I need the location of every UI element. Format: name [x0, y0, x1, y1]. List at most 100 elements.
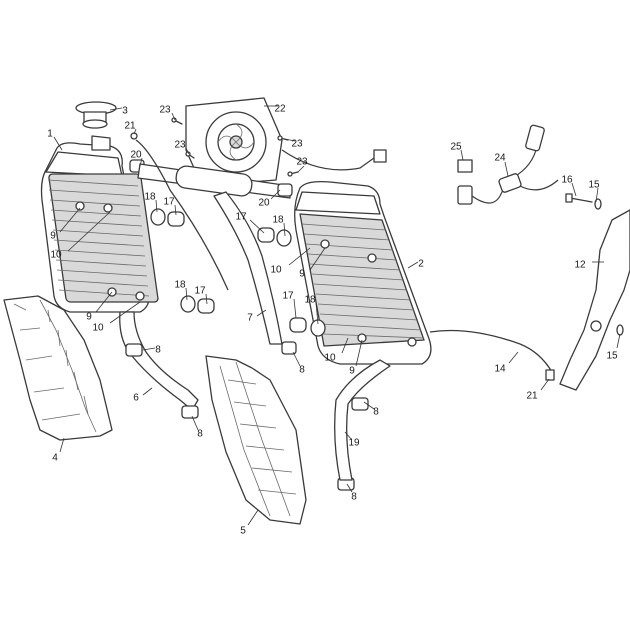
callout-leader — [460, 149, 464, 161]
callout-number: 8 — [373, 407, 379, 418]
callout-number: 7 — [247, 313, 253, 324]
callout-leader — [185, 287, 188, 301]
callout-number: 8 — [155, 345, 161, 356]
callout-leader — [315, 302, 319, 325]
callout-number: 14 — [494, 364, 506, 375]
callout-number: 23 — [296, 157, 308, 168]
callout-number: 16 — [561, 175, 573, 186]
overflow-line-14 — [429, 329, 553, 373]
callout-leader — [292, 351, 301, 367]
left-shroud — [3, 295, 113, 441]
callout-leader — [256, 309, 267, 317]
hose-6 — [119, 311, 199, 411]
callout-number: 1 — [47, 129, 53, 140]
callout-number: 23 — [291, 139, 303, 150]
bolt-16-washers-15 — [565, 193, 624, 336]
callout-number: 17 — [163, 197, 175, 208]
callout-number: 25 — [450, 142, 462, 153]
callout-leader — [355, 339, 363, 367]
callout-number: 21 — [124, 121, 136, 132]
callout-number: 4 — [52, 453, 58, 464]
callout-number: 12 — [574, 260, 586, 271]
callout-leader — [284, 138, 296, 142]
callout-leader — [297, 165, 305, 173]
callout-number: 19 — [348, 438, 360, 449]
callout-number: 9 — [349, 366, 355, 377]
callout-number: 9 — [50, 231, 56, 242]
callout-number: 15 — [588, 180, 600, 191]
callout-number: 10 — [50, 250, 62, 261]
callout-leader — [109, 301, 141, 324]
callout-number: 20 — [258, 198, 270, 209]
callout-leader — [142, 387, 153, 396]
callout-leader — [595, 187, 599, 203]
radiator-cap — [75, 101, 117, 129]
callout-leader — [155, 199, 158, 213]
callout-number: 8 — [197, 429, 203, 440]
callout-number: 9 — [86, 312, 92, 323]
callout-leader — [67, 211, 111, 252]
callout-number: 17 — [282, 291, 294, 302]
callout-leader — [59, 207, 81, 233]
callout-leader — [171, 112, 176, 121]
callout-number: 18 — [304, 295, 316, 306]
callout-leader — [407, 261, 419, 269]
callout-number: 3 — [122, 106, 128, 117]
callout-number: 21 — [526, 391, 538, 402]
callout-leader — [247, 509, 259, 526]
callout-number: 10 — [92, 323, 104, 334]
callout-number: 10 — [324, 353, 336, 364]
callout-number: 23 — [159, 105, 171, 116]
callout-number: 18 — [144, 192, 156, 203]
callout-leader — [205, 293, 208, 305]
callout-number: 24 — [494, 153, 506, 164]
bracket-12 — [559, 209, 630, 391]
callout-leader — [363, 401, 375, 410]
callout-number: 2 — [418, 259, 424, 270]
relay-wiring — [457, 124, 559, 205]
callout-number: 15 — [606, 351, 618, 362]
callout-number: 18 — [272, 215, 284, 226]
callout-leader — [270, 189, 281, 200]
callout-number: 6 — [133, 393, 139, 404]
cooling-fan — [185, 97, 387, 187]
callout-leader — [540, 378, 550, 391]
right-radiator — [294, 180, 432, 365]
callout-leader — [139, 157, 143, 167]
callout-number: 17 — [194, 286, 206, 297]
callout-leader — [508, 351, 519, 364]
callout-leader — [616, 333, 621, 349]
callout-number: 8 — [299, 365, 305, 376]
callout-leader — [133, 128, 137, 135]
callout-leader — [142, 347, 156, 351]
callout-number: 20 — [130, 150, 142, 161]
callout-leader — [344, 431, 353, 441]
center-shroud — [205, 355, 307, 525]
callout-leader — [95, 291, 113, 313]
callout-leader — [346, 483, 353, 493]
callout-leader — [109, 107, 123, 111]
callout-labels: 1234567888889999101010101214151516171717… — [47, 104, 621, 537]
callout-number: 23 — [174, 140, 186, 151]
grommets-spacers — [150, 208, 326, 337]
callout-leader — [53, 136, 63, 151]
callout-leader — [288, 247, 311, 266]
fitting-21-right — [545, 369, 555, 381]
callout-leader — [191, 415, 199, 431]
callout-leader — [293, 298, 297, 319]
callout-number: 18 — [174, 280, 186, 291]
callout-number: 5 — [240, 526, 246, 537]
callout-leader — [59, 437, 65, 453]
callout-leader — [185, 147, 190, 155]
callout-leader — [341, 337, 349, 354]
callout-number: 22 — [274, 104, 286, 115]
clamps-8 — [125, 341, 369, 491]
callout-number: 8 — [351, 492, 357, 503]
hose-19 — [334, 359, 391, 481]
callout-number: 17 — [235, 212, 247, 223]
clamp-20-right — [277, 183, 293, 197]
callout-leader — [504, 161, 509, 177]
left-radiator — [40, 135, 159, 313]
callout-number: 9 — [299, 269, 305, 280]
